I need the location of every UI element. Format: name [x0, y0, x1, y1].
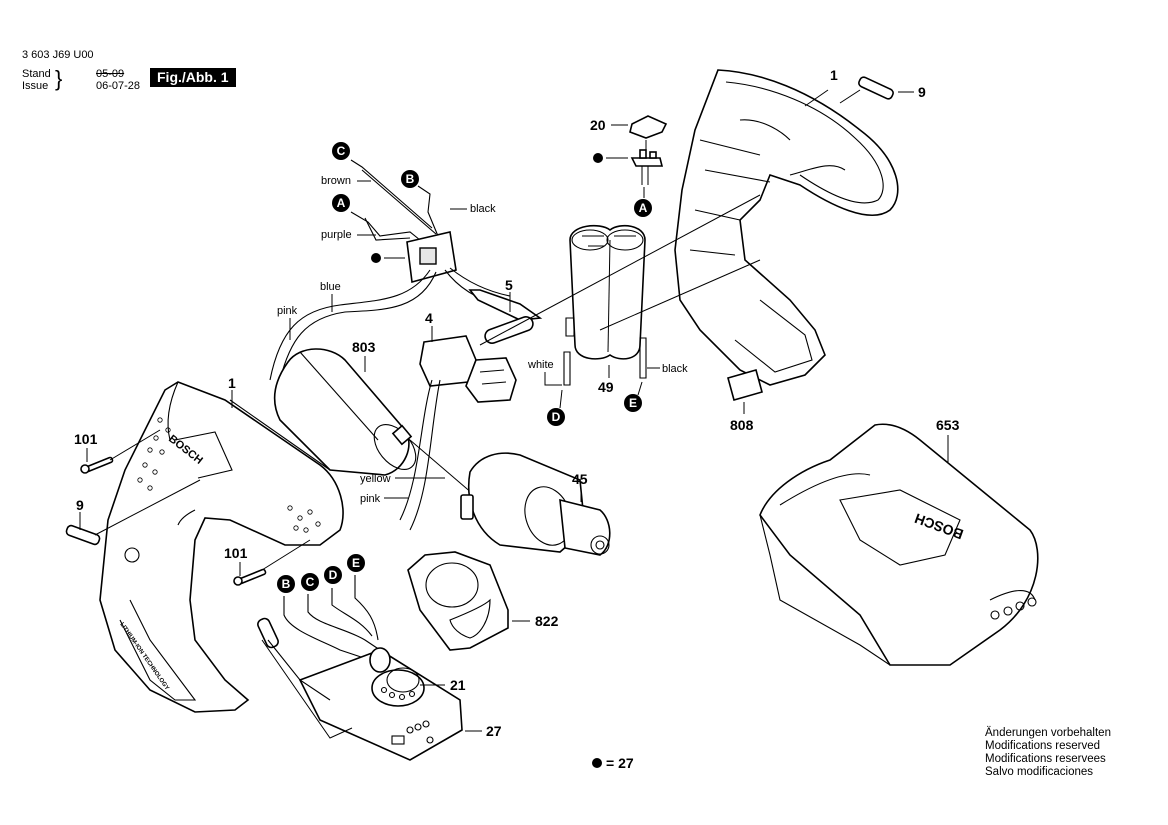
dot-marker [593, 153, 603, 163]
part-label-49: 49 [598, 379, 614, 395]
connector-bubble-D-battery: D [547, 408, 565, 426]
legend-dot [592, 758, 602, 768]
part-label-808: 808 [730, 417, 754, 433]
part-label-822: 822 [535, 613, 559, 629]
part-label-101-bottom: 101 [224, 545, 248, 561]
part-label-653: 653 [936, 417, 960, 433]
connector-bubble-A-top: A [332, 194, 350, 212]
part-label-9-left: 9 [76, 497, 84, 513]
dot-marker [371, 253, 381, 263]
wire-label-pink-mid: pink [360, 493, 381, 505]
note-line: Modifications reservees [985, 753, 1106, 765]
connector-bubble-E-bottom: E [347, 554, 365, 572]
charger-653 [759, 423, 1039, 666]
connector-bubble-A-switch: A [634, 199, 652, 217]
stand-label: Stand [22, 68, 51, 80]
pin-9-left [65, 524, 101, 546]
part-label-803: 803 [352, 339, 376, 355]
housing-emblem [124, 547, 140, 563]
brace-icon: } [55, 66, 63, 91]
wire-connector-block [406, 231, 457, 284]
part-label-9-top: 9 [918, 84, 926, 100]
svg-text:C: C [306, 575, 315, 589]
wire-label-black-top: black [470, 203, 496, 215]
switch-cover-20 [629, 115, 668, 139]
figure-badge: Fig./Abb. 1 [150, 68, 236, 87]
wire-label-blue: blue [320, 281, 341, 293]
part-label-5: 5 [505, 277, 513, 293]
svg-text:D: D [329, 568, 338, 582]
wire-label-black-battery: black [662, 363, 688, 375]
part-label-101-top: 101 [74, 431, 98, 447]
svg-text:A: A [639, 201, 648, 215]
label-plate-808 [727, 369, 763, 401]
note-line: Änderungen vorbehalten [985, 727, 1111, 739]
connector-bubble-C-top: C [332, 142, 350, 160]
wire-label-brown: brown [321, 175, 351, 187]
circuit-board-27 [257, 617, 463, 761]
svg-text:B: B [282, 577, 291, 591]
connector-bubble-C-bottom: C [301, 573, 319, 591]
wire-label-purple: purple [321, 229, 352, 241]
wire-clip-5 [468, 289, 543, 344]
connector-bubble-B-bottom: B [277, 575, 295, 593]
connector-bubble-B-top: B [401, 170, 419, 188]
screw-101-bottom [233, 568, 267, 586]
part-label-4: 4 [425, 310, 433, 326]
issue-label: Issue [22, 80, 49, 92]
note-line: Modifications reserved [985, 740, 1101, 752]
motor-803 [273, 348, 417, 476]
pin-9-top [858, 76, 894, 100]
housing-half-right [674, 69, 899, 386]
part-label-45: 45 [572, 471, 588, 487]
svg-text:C: C [337, 144, 346, 158]
wire-label-white: white [527, 359, 554, 371]
svg-text:E: E [629, 396, 637, 410]
housing-half-left [99, 381, 344, 713]
svg-text:B: B [406, 172, 415, 186]
battery-pack-49 [569, 224, 646, 360]
document-number: 3 603 J69 U00 [22, 49, 94, 61]
part-label-21: 21 [450, 677, 466, 693]
legend-dot-equals: = 27 [606, 755, 634, 771]
part-label-1-top: 1 [830, 67, 838, 83]
switch-contact [630, 149, 664, 185]
note-line: Salvo modificaciones [985, 766, 1094, 778]
switch-4 [419, 335, 517, 403]
issue-value: 06-07-28 [96, 80, 141, 92]
housing-vent-dots [137, 417, 321, 533]
part-label-27: 27 [486, 723, 502, 739]
wire-label-pink-top: pink [277, 305, 298, 317]
wire-label-yellow: yellow [360, 473, 391, 485]
part-label-1-left: 1 [228, 375, 236, 391]
svg-text:A: A [337, 196, 346, 210]
screw-101-top [80, 456, 114, 474]
modification-notes: Änderungen vorbehalten Modifications res… [985, 727, 1111, 779]
part-label-20: 20 [590, 117, 606, 133]
stand-value-struck: 05-09 [96, 68, 125, 80]
connector-bubble-E-battery: E [624, 394, 642, 412]
svg-text:D: D [552, 410, 561, 424]
connector-bubble-D-bottom: D [324, 566, 342, 584]
gearbox-45 [460, 452, 611, 556]
battery-cover-822 [407, 551, 509, 651]
svg-text:E: E [352, 556, 360, 570]
speed-switch-21 [369, 647, 425, 707]
